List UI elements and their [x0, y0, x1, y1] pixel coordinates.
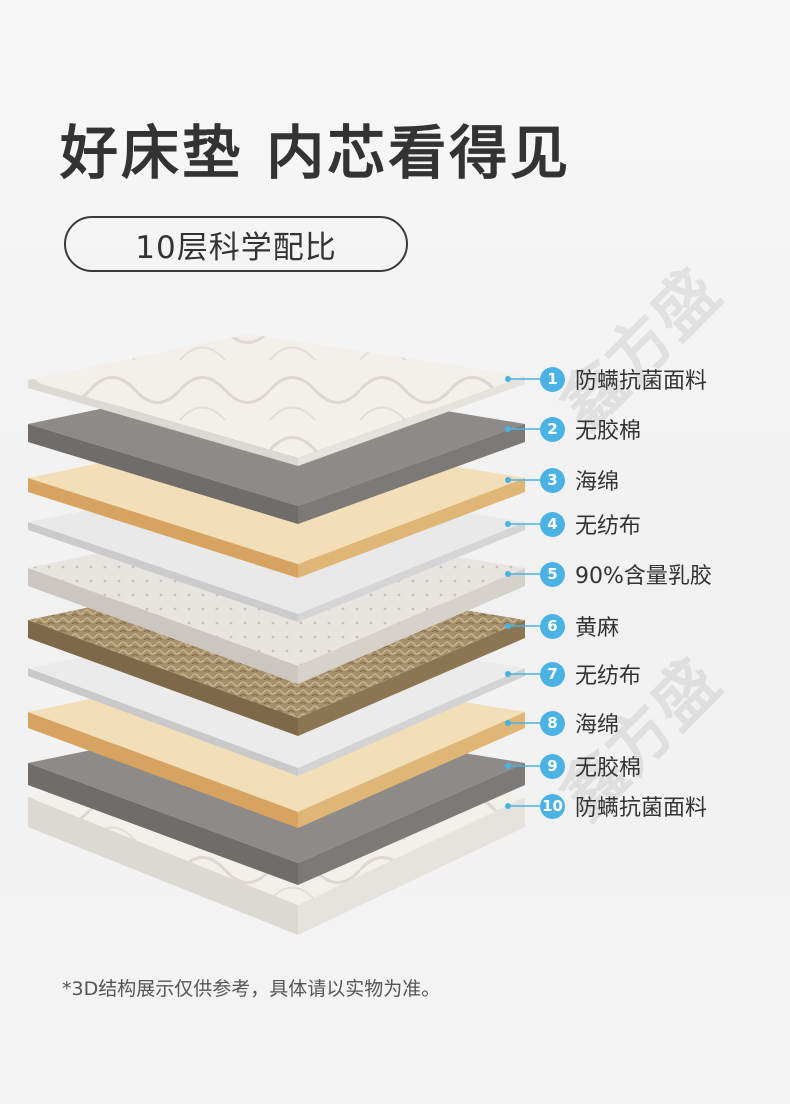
callout-label: 海绵: [575, 713, 620, 738]
callout-number: 1: [540, 366, 565, 392]
disclaimer-footnote: *3D结构展示仅供参考，具体请以实物为准。: [62, 978, 441, 1000]
callout-8: 8 海绵: [540, 708, 619, 738]
callout-leader-dots: [505, 376, 511, 809]
callout-number: 8: [540, 710, 565, 736]
callout-number: 5: [540, 561, 565, 587]
callout-2: 2 无胶棉: [540, 414, 641, 444]
callout-number: 10: [540, 793, 565, 819]
callout-4: 4 无纺布: [540, 509, 641, 539]
callout-1: 1 防螨抗菌面料: [540, 364, 707, 394]
callout-number: 7: [540, 661, 565, 687]
callout-label: 无胶棉: [575, 756, 642, 781]
subtitle-text: 10层科学配比: [135, 229, 337, 266]
callout-6: 6 黄麻: [540, 611, 619, 641]
callout-label: 90%含量乳胶: [575, 564, 712, 589]
callout-label: 防螨抗菌面料: [575, 369, 708, 394]
callout-number: 3: [540, 467, 565, 493]
callout-number: 9: [540, 753, 565, 779]
page-title: 好床垫 内芯看得见: [60, 119, 572, 187]
callout-label: 防螨抗菌面料: [575, 796, 708, 821]
callout-5: 5 90%含量乳胶: [540, 559, 712, 589]
callout-label: 无胶棉: [575, 419, 642, 444]
layer-1-fabric: [28, 334, 525, 466]
callout-7: 7 无纺布: [540, 659, 641, 689]
callout-label: 黄麻: [575, 616, 620, 641]
callout-leaders: [508, 378, 540, 807]
callout-10: 10 防螨抗菌面料: [540, 791, 707, 821]
subtitle-pill: 10层科学配比: [64, 216, 408, 272]
callout-number: 6: [540, 613, 565, 639]
callout-number: 2: [540, 416, 565, 442]
callout-3: 3 海绵: [540, 465, 619, 495]
callout-number: 4: [540, 511, 565, 537]
callout-label: 无纺布: [575, 514, 642, 539]
callout-label: 无纺布: [575, 664, 642, 689]
callout-label: 海绵: [575, 470, 620, 495]
callout-9: 9 无胶棉: [540, 751, 641, 781]
